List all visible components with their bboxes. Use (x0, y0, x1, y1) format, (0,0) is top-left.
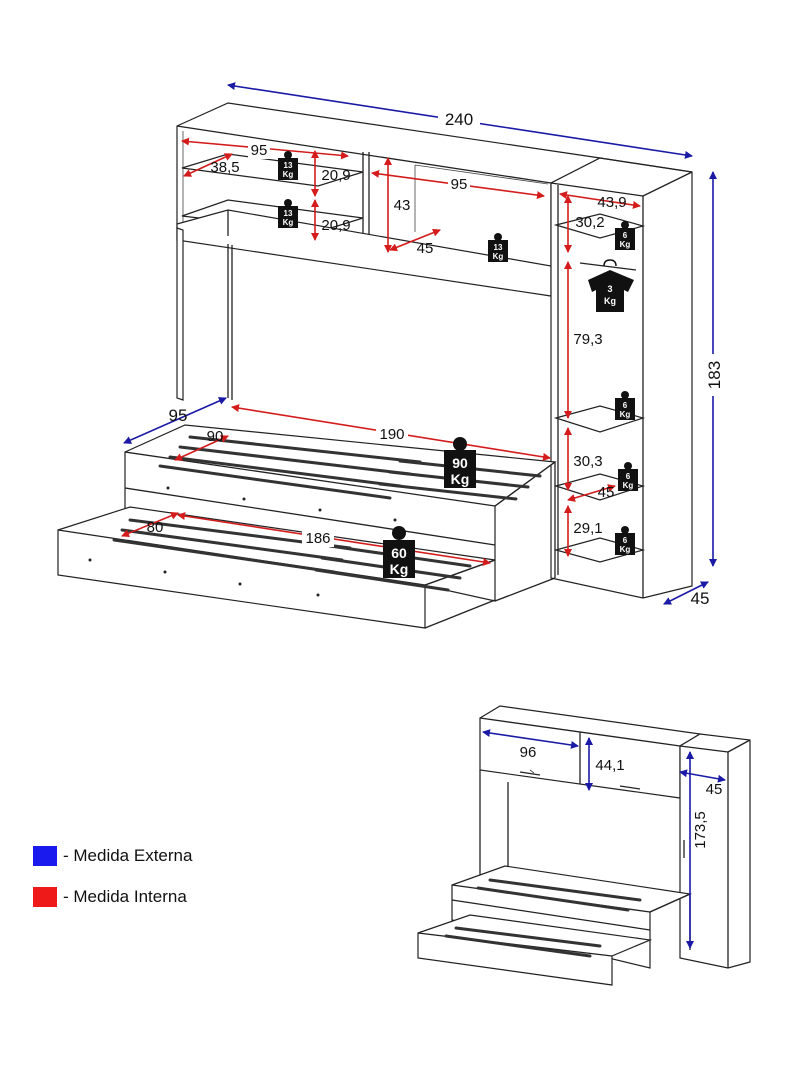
dim-small-tower-height: 173,5 (692, 811, 709, 849)
dim-small-tower-depth: 45 (706, 781, 723, 798)
dim-tower-bottom: 29,1 (573, 520, 602, 537)
dim-tower-depth: 45 (598, 484, 615, 501)
hanger-weight-icon: 3 Kg (588, 259, 634, 312)
svg-text:13: 13 (284, 161, 293, 170)
dim-upper-left-width: 95 (251, 142, 268, 159)
svg-text:Kg: Kg (620, 545, 631, 554)
dim-bed-depth-label: 95 (169, 406, 188, 425)
small-dimensions: 96 44,1 45 173,5 (482, 729, 726, 949)
svg-text:6: 6 (623, 536, 628, 545)
svg-text:Kg: Kg (493, 252, 504, 261)
weight-icon: 13 Kg (278, 151, 298, 180)
legend-internal-label: - Medida Interna (63, 887, 187, 906)
weight-icon: 13 Kg (488, 233, 508, 262)
dim-depth-label: 45 (691, 589, 710, 608)
svg-text:Kg: Kg (390, 561, 409, 577)
main-furniture-drawing (57, 102, 693, 629)
dim-bed-depth-line (123, 397, 227, 444)
external-dimensions: 240 183 45 95 (123, 82, 725, 608)
dim-upper-mid-width: 95 (451, 176, 468, 193)
dim-tower-mid: 30,3 (573, 453, 602, 470)
svg-text:6: 6 (623, 401, 628, 410)
svg-text:3: 3 (607, 284, 612, 294)
dim-depth-line (663, 581, 709, 605)
dim-upper-left-h1: 20,9 (321, 167, 350, 184)
svg-text:6: 6 (626, 472, 631, 481)
dim-tower-hanging: 79,3 (573, 331, 602, 348)
weight-icon: 13 Kg (278, 199, 298, 228)
dim-small-upper-width: 96 (520, 744, 537, 761)
dim-small-upper-height: 44,1 (595, 757, 624, 774)
dim-tower-top: 30,2 (575, 214, 604, 231)
svg-text:Kg: Kg (623, 481, 634, 490)
dim-trundle-width: 80 (147, 519, 164, 536)
weight-icon: 6 Kg (615, 526, 635, 555)
internal-dimensions: 95 38,5 20,9 20,9 43 95 45 43,9 30,2 79,… (121, 137, 641, 566)
legend-external: - Medida Externa (33, 846, 192, 866)
svg-text:90: 90 (452, 455, 468, 471)
svg-text:Kg: Kg (620, 240, 631, 249)
dim-width-label: 240 (445, 110, 473, 129)
weight-icon: 90 Kg (444, 437, 476, 488)
svg-text:Kg: Kg (620, 410, 631, 419)
legend-blue-swatch (33, 846, 57, 866)
weight-badges: 13 Kg 13 Kg 13 Kg 6 Kg 3 Kg (278, 151, 638, 578)
weight-icon: 6 Kg (618, 462, 638, 491)
dim-upper-mid-depth: 45 (417, 240, 434, 257)
dim-upper-mid-height: 43 (394, 197, 411, 214)
weight-icon: 6 Kg (615, 391, 635, 420)
weight-icon: 6 Kg (615, 221, 635, 250)
svg-text:Kg: Kg (451, 471, 470, 487)
svg-text:13: 13 (494, 243, 503, 252)
legend-red-swatch (33, 887, 57, 907)
weight-icon: 60 Kg (383, 526, 415, 578)
dim-height-label: 183 (705, 361, 724, 389)
svg-text:Kg: Kg (283, 218, 294, 227)
dim-tower-width: 43,9 (597, 194, 626, 211)
dim-bed-length: 190 (379, 426, 404, 443)
dim-trundle-length: 186 (305, 530, 330, 547)
svg-text:Kg: Kg (283, 170, 294, 179)
dim-upper-left-depth: 38,5 (210, 159, 239, 176)
svg-text:13: 13 (284, 209, 293, 218)
svg-text:Kg: Kg (604, 296, 616, 306)
dim-upper-left-h2: 20,9 (321, 217, 350, 234)
dim-bed-width: 90 (207, 428, 224, 445)
legend-internal: - Medida Interna (33, 887, 187, 907)
svg-text:6: 6 (623, 231, 628, 240)
legend-external-label: - Medida Externa (63, 846, 193, 865)
svg-text:60: 60 (391, 545, 407, 561)
